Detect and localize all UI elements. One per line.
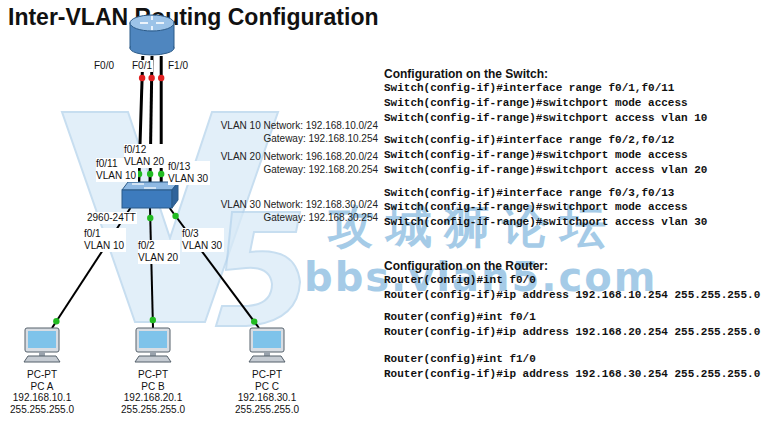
switch-node: 2960-24TT	[122, 182, 178, 208]
watermark-five-shape	[216, 212, 300, 326]
network-info: VLAN 30 Network: 192.168.30.0/24	[170, 199, 378, 211]
config-line: Router(config-if)#ip address 192.168.30.…	[384, 368, 760, 380]
switch-port-label: f0/1 VLAN 10	[84, 228, 126, 252]
link-light	[251, 318, 257, 324]
link-light	[172, 213, 178, 219]
config-line: Router(config)#int f0/0	[384, 274, 536, 286]
ip-address: 255.255.255.0	[121, 404, 185, 416]
ip-address: 255.255.255.0	[235, 404, 299, 416]
port-label: F0/1	[131, 60, 153, 72]
config-line: Switch(config-if-range)#switchport acces…	[384, 216, 707, 228]
ip-address: 192.168.20.1	[121, 392, 185, 404]
config-line: Switch(config-if-range)#switchport acces…	[384, 112, 707, 124]
config-line: Switch(config-if-range)#switchport mode …	[384, 149, 688, 161]
switch-port-label: f0/13 VLAN 30	[168, 161, 210, 185]
network-cable	[52, 208, 130, 328]
link-light	[147, 215, 153, 221]
link-light	[139, 75, 145, 81]
switch-icon	[122, 182, 178, 208]
config-line: Switch(config-if)#interface range f0/3,f…	[384, 187, 674, 199]
gateway-info: Gateway: 192.168.10.254	[170, 133, 378, 145]
pc-name: PC-PT	[235, 369, 299, 381]
pc-name: PC B	[121, 381, 185, 393]
diagram-title: Inter-VLAN Routing Configuration	[8, 4, 379, 31]
link-light	[150, 317, 156, 323]
config-line: Switch(config-if-range)#switchport acces…	[384, 164, 707, 176]
pc-node: PC-PTPC A192.168.10.1255.255.255.0	[22, 328, 62, 364]
switch-port-label: f0/12 VLAN 20	[124, 144, 166, 168]
config-line: Router(config-if)#ip address 192.168.20.…	[384, 326, 760, 338]
config-line: Switch(config-if-range)#switchport mode …	[384, 201, 688, 213]
pc-name: PC C	[235, 381, 299, 393]
router-icon	[129, 14, 175, 56]
config-line: Router(config)#int f0/1	[384, 311, 536, 323]
pc-node: PC-PTPC B192.168.20.1255.255.255.0	[133, 328, 173, 364]
config-line: Router(config-if)#ip address 192.168.10.…	[384, 289, 760, 301]
pc-caption: PC-PTPC B192.168.20.1255.255.255.0	[121, 369, 185, 415]
link-light	[147, 171, 153, 177]
network-info: VLAN 10 Network: 192.168.10.0/24	[170, 120, 378, 132]
config-line: Router(config)#int f1/0	[384, 353, 536, 365]
port-label: F0/0	[93, 60, 115, 72]
link-light	[158, 171, 164, 177]
config-line: Switch(config-if)#interface range f0/2,f…	[384, 134, 674, 146]
pc-icon	[133, 328, 173, 364]
pc-icon	[22, 328, 62, 364]
pc-name: PC-PT	[10, 369, 74, 381]
link-light	[148, 75, 154, 81]
section-heading: Configuration on the Switch:	[384, 67, 548, 81]
config-line: Switch(config-if-range)#switchport mode …	[384, 97, 688, 109]
network-cable	[170, 208, 259, 328]
pc-name: PC A	[10, 381, 74, 393]
router-node: F0/0F0/1F1/0	[129, 14, 175, 56]
gateway-info: Gateway: 192.168.30.254	[170, 212, 378, 224]
ip-address: 192.168.30.1	[235, 392, 299, 404]
port-label: F1/0	[167, 60, 189, 72]
config-line: Switch(config-if)#interface range f0/1,f…	[384, 82, 674, 94]
device-model: 2960-24TT	[86, 212, 137, 224]
pc-node: PC-PTPC C192.168.30.1255.255.255.0	[247, 328, 287, 364]
ip-address: 255.255.255.0	[10, 404, 74, 416]
link-light	[53, 318, 59, 324]
network-cable	[150, 208, 153, 328]
pc-icon	[247, 328, 287, 364]
pc-name: PC-PT	[121, 369, 185, 381]
ip-address: 192.168.10.1	[10, 392, 74, 404]
switch-port-label: f0/3 VLAN 30	[182, 228, 224, 252]
pc-caption: PC-PTPC A192.168.10.1255.255.255.0	[10, 369, 74, 415]
link-light	[158, 75, 164, 81]
pc-caption: PC-PTPC C192.168.30.1255.255.255.0	[235, 369, 299, 415]
switch-port-label: f0/2 VLAN 20	[138, 240, 180, 264]
section-heading: Configuration on the Router:	[384, 259, 548, 273]
